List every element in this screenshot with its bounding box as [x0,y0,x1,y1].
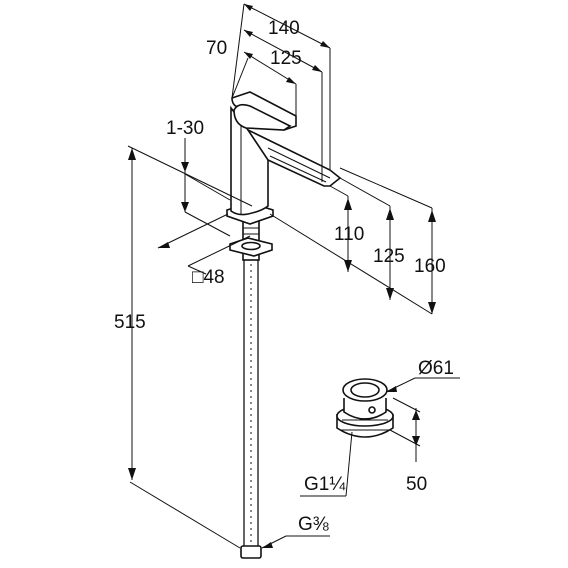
faucet-body [230,105,269,216]
dim-drain-61: Ø61 [418,358,454,379]
dim-1-30: 1-30 [166,118,204,139]
supply-hose [240,258,262,559]
lever-handle [231,91,297,131]
dim-125-top: 125 [270,48,302,69]
dim-125-right: 125 [373,246,405,267]
dimension-labels: 140 70 125 1-30 □48 110 125 160 515 Ø61 … [114,18,454,535]
mounting-stud [229,219,273,261]
drain-valve [336,378,394,438]
faucet [226,91,342,559]
dim-drain-thread: G1¼ [304,474,346,495]
dim-160: 160 [414,256,446,277]
dimension-lines [127,3,460,549]
dim-515: 515 [114,312,146,333]
dim-drain-50: 50 [406,474,427,495]
dim-110: 110 [334,224,364,245]
dim-base-48: □48 [192,267,225,288]
dim-hose-thread: G⅜ [298,514,329,535]
dim-70: 70 [206,38,227,59]
dim-140: 140 [268,18,300,39]
